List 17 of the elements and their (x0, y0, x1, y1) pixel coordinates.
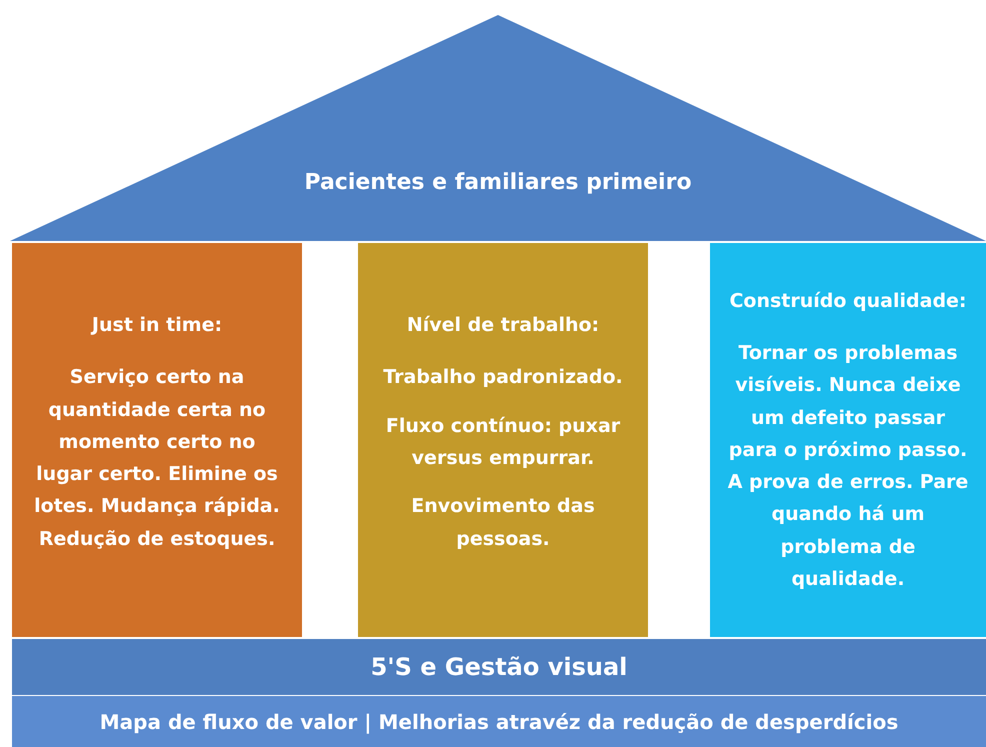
roof-title: Pacientes e familiares primeiro (303, 170, 693, 195)
pillar-heading: Just in time: (92, 312, 222, 338)
band-label: Mapa de fluxo de valor | Melhorias atravéz da redução de desperdícios (100, 708, 898, 736)
foundation-band (12, 639, 986, 695)
pillar-text: Serviço certo na quantidade certa no momento certo no lugar certo. Elimine os lotes. Mudança rápida. Redução de estoques. (33, 365, 281, 552)
roof-triangle (10, 15, 986, 241)
pillar (710, 243, 986, 637)
pillar-text: Trabalho padronizado. (383, 365, 623, 390)
band-label: 5'S e Gestão visual (370, 652, 628, 683)
pillar-heading: Construído qualidade: (729, 288, 967, 314)
pillar-heading: Nível de trabalho: (406, 313, 600, 338)
pillar (12, 243, 302, 637)
pillar-text: Fluxo contínuo: puxar versus empurrar. (384, 414, 622, 471)
pillar-text: Tornar os problemas visíveis. Nunca deixe um defeito passar para o próximo passo. A prova de erros. Pare quando há um problema de qualidade. (726, 340, 970, 592)
pillar-text: Envovimento das pessoas. (410, 494, 596, 552)
foundation-band (12, 696, 986, 747)
pillar (358, 243, 648, 637)
